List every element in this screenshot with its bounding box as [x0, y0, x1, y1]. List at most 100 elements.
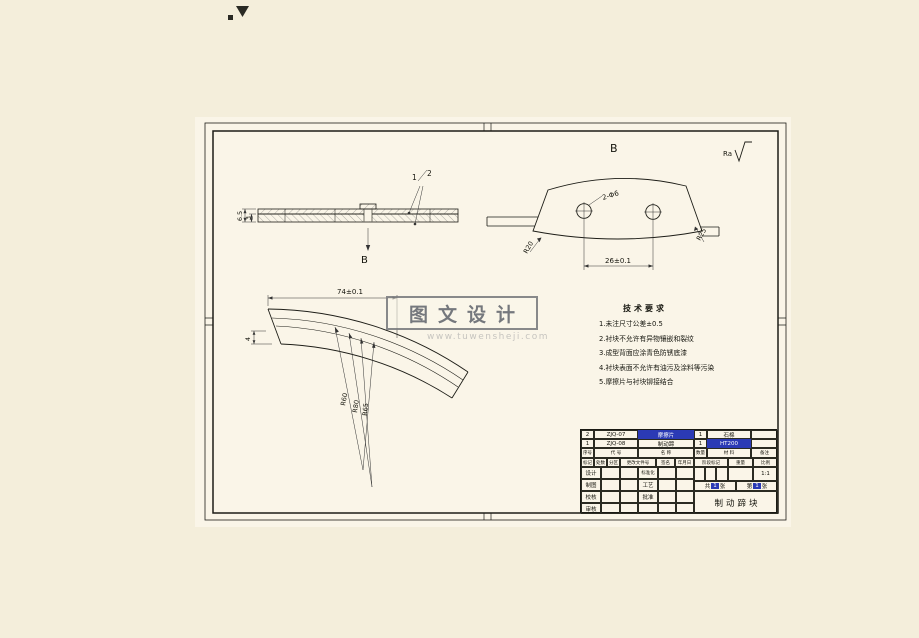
rev-sign: 签名 [656, 458, 675, 467]
empty-cell [620, 503, 638, 514]
view-direction-label: B [361, 255, 368, 266]
section-arrows [243, 209, 417, 251]
dim-r20: R20 [522, 240, 535, 255]
view-b: B 2-Φ6 R20 R25 26±0.1 [486, 142, 720, 270]
dim-r80: R80 [351, 399, 361, 413]
sheet-total-cell: 共 1 张 [694, 481, 736, 491]
dim-hole-spacing: 26±0.1 [605, 257, 631, 265]
dim-r65: R65 [361, 403, 370, 416]
empty-cell [658, 479, 676, 491]
callout-part-1: 1 [412, 173, 417, 182]
parts-qty: 1 [694, 430, 707, 439]
sheet-page-number: 1 [753, 483, 761, 489]
rev-zone: 分区 [607, 458, 620, 467]
view-b-dim-lines [529, 195, 705, 270]
empty-cell [601, 479, 620, 491]
role-draft: 制图 [581, 479, 601, 491]
weight-value [728, 467, 753, 481]
surface-label: Ra [723, 150, 732, 158]
parts-header-code: 代 号 [594, 448, 638, 458]
watermark-text: 图文设计 [408, 303, 525, 326]
scale-value: 1:1 [753, 467, 778, 481]
parts-header-remark: 备注 [751, 448, 778, 458]
rev-mark: 标记 [581, 458, 594, 467]
dim-lining-height: 3 [245, 216, 253, 220]
role-approve: 批准 [638, 491, 658, 503]
empty-cell [694, 467, 705, 481]
weight-label: 重量 [728, 458, 753, 467]
rev-doc: 更改文件号 [620, 458, 656, 467]
empty-cell [620, 491, 638, 503]
part-name: 制动蹄块 [694, 491, 778, 514]
sheet-total-number: 1 [711, 483, 719, 489]
tech-req-item: 2.衬块不允许有异物镶嵌和裂纹 [599, 334, 694, 343]
tech-req-item: 3.成型背面应涂青色防锈底漆 [599, 349, 688, 358]
empty-cell [705, 467, 716, 481]
sheet-page-cell: 第 1 张 [736, 481, 778, 491]
empty-cell [658, 467, 676, 479]
parts-header-name: 名 称 [638, 448, 694, 458]
parts-header-material: 材 料 [707, 448, 751, 458]
role-audit: 审核 [581, 503, 601, 514]
dim-total-height: 6.5 [236, 211, 244, 221]
rev-count: 处数 [594, 458, 607, 467]
view-b-title: B [610, 142, 618, 155]
parts-material-highlighted: HT200 [707, 439, 751, 448]
rev-date: 年月日 [675, 458, 694, 467]
empty-cell [676, 467, 694, 479]
tech-req-item: 4.衬块表面不允许有油污及涂料等污染 [599, 363, 715, 372]
empty-cell [676, 491, 694, 503]
section-dim-lines [242, 169, 428, 247]
tech-req-item: 1.未注尺寸公差±0.5 [599, 320, 663, 328]
role-process: 工艺 [638, 479, 658, 491]
dim-r60: R60 [339, 392, 349, 406]
title-block: 2 ZJQ-07 摩擦片 1 石棉 1 ZJQ-08 制动蹄 1 HT200 序… [580, 429, 778, 514]
sheet-page-unit: 张 [761, 484, 768, 490]
front-view-dim-lines [251, 295, 398, 488]
parts-header-seq: 序号 [581, 448, 594, 458]
parts-qty: 1 [694, 439, 707, 448]
dim-width: 74±0.1 [337, 288, 363, 296]
sheet-page-label: 第 [746, 484, 753, 490]
empty-cell [658, 503, 676, 514]
section-view: 6.5 3 1 2 B [236, 169, 459, 266]
role-design: 设计 [581, 467, 601, 479]
sheet-border [204, 122, 787, 521]
corner-stamp [228, 6, 249, 20]
view-b-arrows [537, 226, 699, 268]
sheet-total-label: 共 [704, 484, 711, 490]
sheet-total-unit: 张 [719, 484, 726, 490]
dim-thickness: 4 [244, 337, 252, 341]
role-standardization: 标准化 [638, 467, 658, 479]
rivet-hole [364, 209, 372, 222]
stage-mark-label: 阶段标记 [694, 458, 728, 467]
empty-cell [601, 491, 620, 503]
front-view-arrows [252, 296, 397, 348]
watermark-box: 图文设计 [386, 296, 538, 330]
empty-cell [601, 503, 620, 514]
role-check: 校核 [581, 491, 601, 503]
empty-cell [620, 479, 638, 491]
parts-seq: 1 [581, 439, 594, 448]
front-view: 74±0.1 4 R60 R80 R65 [244, 288, 469, 488]
empty-cell [638, 503, 658, 514]
parts-name: 制动蹄 [638, 439, 694, 448]
roughness-icon [734, 141, 752, 163]
parts-remark [751, 439, 778, 448]
empty-cell [620, 467, 638, 479]
technical-requirements: 技术要求 1.未注尺寸公差±0.5 2.衬块不允许有异物镶嵌和裂纹 3.成型背面… [599, 303, 744, 390]
parts-code: ZJQ-08 [594, 439, 638, 448]
parts-header-qty: 数量 [694, 448, 707, 458]
parts-code: ZJQ-07 [594, 430, 638, 439]
empty-cell [601, 467, 620, 479]
tech-req-title: 技术要求 [623, 304, 667, 313]
tech-req-item: 5.摩擦片与衬块铆接结合 [599, 378, 674, 387]
parts-remark [751, 430, 778, 439]
surface-finish: Ra [723, 141, 752, 163]
parts-material: 石棉 [707, 430, 751, 439]
empty-cell [716, 467, 728, 481]
callout-part-2: 2 [427, 169, 432, 178]
empty-cell [658, 491, 676, 503]
